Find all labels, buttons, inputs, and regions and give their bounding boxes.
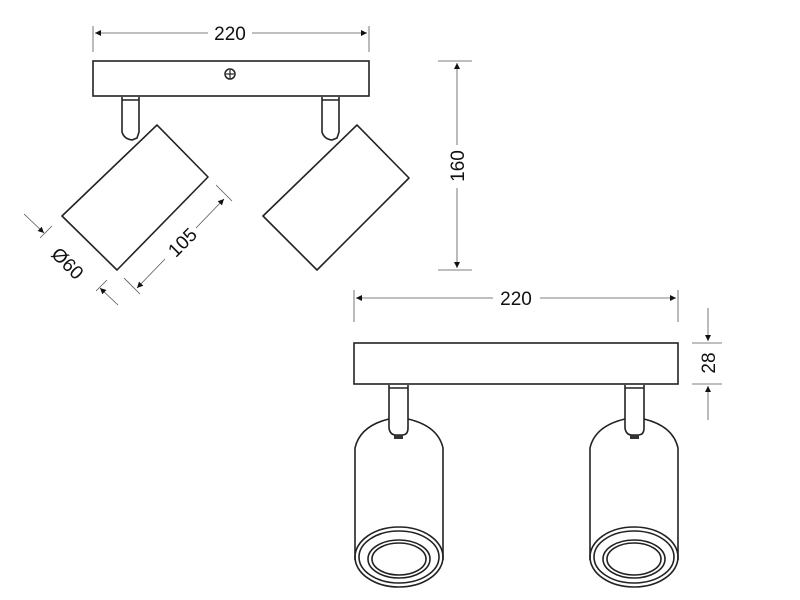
spotlight-right [262,97,410,271]
spotlight-left [61,97,209,271]
top-view: 220 160 105 [23,24,472,306]
width-dimension-front: 220 [353,289,679,322]
length-dim-label: 105 [164,224,201,261]
screw-icon [224,68,236,80]
width-dimension-top: 220 [92,24,370,52]
front-spotlight-left [354,385,444,588]
front-view: 220 28 [353,289,722,588]
plate-height-dimension: 28 [692,308,722,420]
plate-height-dim-label: 28 [699,352,720,373]
length-dimension: 105 [123,184,233,295]
front-spotlight-right [589,385,679,588]
mounting-plate [92,60,370,97]
front-width-dim-label: 220 [500,289,532,310]
front-mounting-plate [353,342,679,385]
height-dim-label: 160 [448,150,469,182]
diameter-dimension: Ø60 [23,213,119,306]
height-dimension: 160 [438,60,472,271]
width-dim-label: 220 [214,24,246,45]
diameter-dim-label: Ø60 [47,244,87,284]
